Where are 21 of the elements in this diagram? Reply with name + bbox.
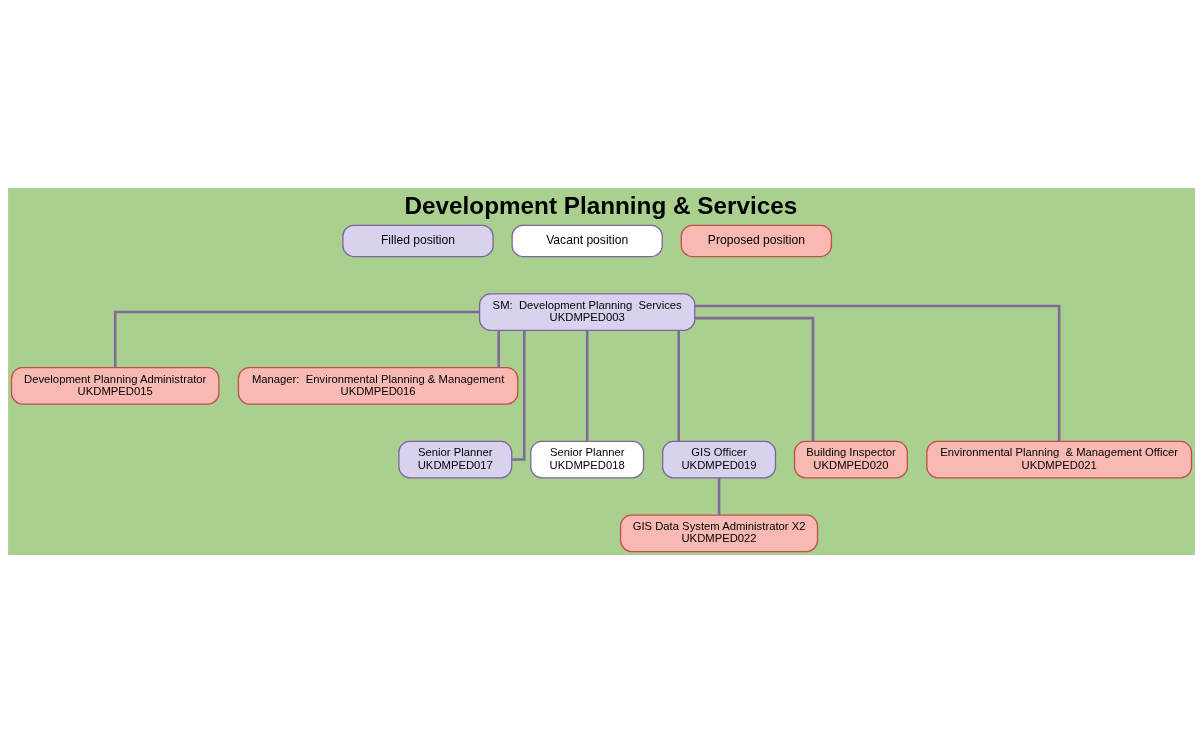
node-box: Senior Planner UKDMPED018	[530, 440, 645, 478]
connector	[585, 329, 589, 441]
node-box: Building Inspector UKDMPED020	[793, 440, 908, 478]
node-box: Development Planning Administrator UKDMPED015	[10, 366, 220, 405]
node-box: Manager: Environmental Planning & Management UKDMPED016	[237, 366, 519, 405]
connector	[694, 304, 1061, 441]
node-box: Senior Planner UKDMPED017	[398, 440, 513, 478]
connector	[677, 329, 680, 441]
legend-label: Proposed position	[707, 232, 805, 247]
connector	[113, 310, 480, 368]
legend-label: Vacant position	[546, 232, 629, 247]
connector	[717, 477, 721, 515]
node-box: GIS Officer UKDMPED019	[662, 440, 777, 478]
connector	[511, 329, 526, 461]
node-box: GIS Data System Administrator X2 UKDMPED022	[619, 513, 819, 552]
node-box: SM: Development Planning Services UKDMPED003	[478, 292, 696, 331]
node-box: Environmental Planning & Management Officer UKDMPED021	[926, 440, 1193, 478]
connector	[694, 316, 815, 441]
legend-label: Filled position	[380, 232, 456, 247]
diagram-title: Development Planning & Services	[404, 191, 798, 219]
connector	[497, 329, 500, 368]
